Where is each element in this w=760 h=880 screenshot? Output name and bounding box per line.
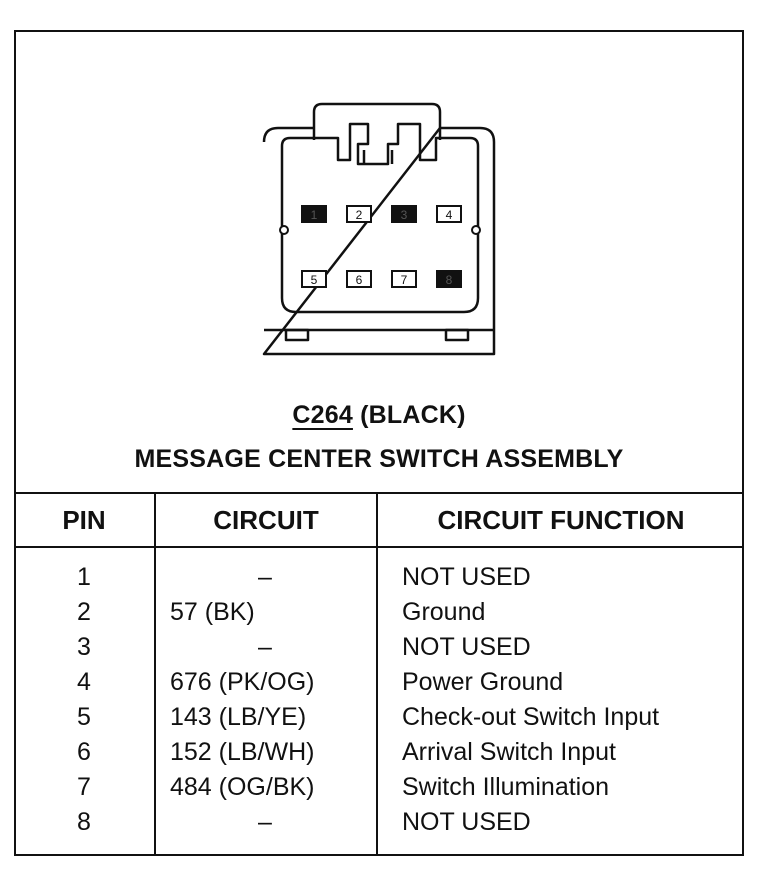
header-rule [14, 546, 744, 548]
cell-circuit: 676 (PK/OG) [170, 668, 315, 696]
connector-pin-3: 3 [391, 205, 417, 223]
header-pin: PIN [62, 505, 106, 535]
cell-pin: 1 [77, 563, 91, 591]
header-circuit: CIRCUIT [213, 505, 319, 535]
cell-pin: 5 [77, 703, 91, 731]
cell-circuit: – [258, 808, 272, 836]
connector-pin-4: 4 [436, 205, 462, 223]
connector-tab-right [444, 328, 470, 342]
connector-inner-housing [280, 122, 480, 314]
cell-pin: 2 [77, 598, 91, 626]
connector-pin-label: 4 [446, 208, 453, 222]
connector-housing [262, 126, 496, 356]
assembly-name: MESSAGE CENTER SWITCH ASSEMBLY [134, 445, 624, 473]
connector-pin-label: 6 [356, 273, 363, 287]
connector-drawing: 1 2 3 4 5 6 7 8 [262, 102, 496, 356]
cell-pin: 7 [77, 773, 91, 801]
cell-function: Power Ground [402, 668, 564, 696]
cell-function: NOT USED [402, 563, 531, 591]
cell-function: Check-out Switch Input [402, 703, 660, 731]
connector-title: C264 (BLACK) [14, 398, 744, 432]
connector-color: (BLACK) [360, 401, 466, 429]
connector-id: C264 [292, 401, 353, 429]
connector-pin-label: 3 [401, 208, 408, 222]
cell-pin: 8 [77, 808, 91, 836]
column-divider [154, 494, 156, 856]
connector-pin-8: 8 [436, 270, 462, 288]
cell-pin: 4 [77, 668, 91, 696]
cell-pin: 3 [77, 633, 91, 661]
connector-pin-label: 7 [401, 273, 408, 287]
cell-circuit: – [258, 563, 272, 591]
connector-pin-6: 6 [346, 270, 372, 288]
cell-circuit: – [258, 633, 272, 661]
connector-latch [312, 102, 442, 140]
connector-pin-label: 1 [311, 208, 318, 222]
connector-tab-left [284, 328, 310, 342]
connector-pin-5: 5 [301, 270, 327, 288]
cell-function: NOT USED [402, 633, 531, 661]
title-block: C264 (BLACK) MESSAGE CENTER SWITCH ASSEM… [14, 398, 744, 476]
cell-function: NOT USED [402, 808, 531, 836]
connector-pin-7: 7 [391, 270, 417, 288]
cell-circuit: 57 (BK) [170, 598, 255, 626]
cell-function: Ground [402, 598, 486, 626]
diagram-frame [14, 30, 744, 856]
header-function: CIRCUIT FUNCTION [437, 505, 685, 535]
connector-pin-1: 1 [301, 205, 327, 223]
connector-peg-right [471, 225, 481, 235]
connector-peg-left [279, 225, 289, 235]
connector-pin-label: 5 [311, 273, 318, 287]
cell-function: Arrival Switch Input [402, 738, 616, 766]
pinout-table: PIN CIRCUIT CIRCUIT FUNCTION 1 – NOT USED 2… [14, 492, 744, 856]
connector-pin-label: 2 [356, 208, 363, 222]
cell-circuit: 484 (OG/BK) [170, 773, 315, 801]
connector-pin-2: 2 [346, 205, 372, 223]
column-divider [376, 494, 378, 856]
connector-pin-label: 8 [446, 273, 453, 287]
cell-circuit: 152 (LB/WH) [170, 738, 315, 766]
cell-circuit: 143 (LB/YE) [170, 703, 307, 731]
cell-function: Switch Illumination [402, 773, 610, 801]
cell-pin: 6 [77, 738, 91, 766]
